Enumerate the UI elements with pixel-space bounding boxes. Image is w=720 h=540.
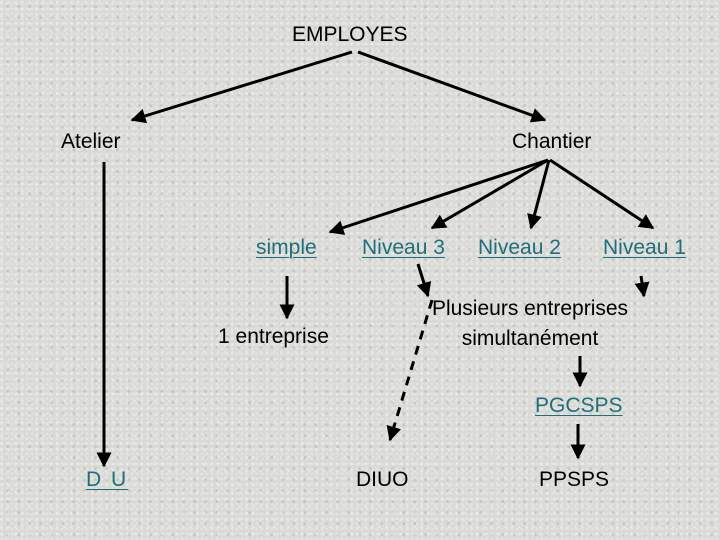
node-simple[interactable]: simple: [256, 236, 317, 259]
arrow-chantier-niveau3: [430, 158, 549, 230]
node-plusieurs-entreprises: Plusieurs entreprises simultanément: [405, 294, 655, 354]
arrow-plusieurs-diuo-dashed: [386, 299, 434, 442]
arrow-employes-atelier: [130, 50, 353, 124]
node-niveau2[interactable]: Niveau 2: [478, 236, 561, 259]
node-ppsps: PPSPS: [539, 468, 610, 491]
node-diuo: DIUO: [356, 468, 409, 491]
plusieurs-line-2: simultanément: [461, 327, 599, 350]
arrow-employes-chantier: [357, 50, 547, 123]
arrow-chantier-niveau2: [527, 159, 551, 230]
node-pgcsps[interactable]: PGCSPS: [535, 394, 623, 417]
arrow-niveau1-plusieurs: [634, 275, 650, 298]
node-du[interactable]: D U: [86, 468, 129, 491]
plusieurs-line-1: Plusieurs entreprises: [431, 297, 629, 320]
node-1-entreprise: 1 entreprise: [218, 325, 329, 348]
node-employes: EMPLOYES: [292, 23, 408, 46]
node-atelier: Atelier: [61, 130, 121, 153]
arrow-chantier-simple: [328, 158, 549, 235]
node-chantier: Chantier: [512, 130, 592, 153]
arrow-niveau3-plusieurs: [416, 263, 432, 298]
arrow-chantier-niveau1: [549, 158, 655, 230]
node-niveau1[interactable]: Niveau 1: [603, 236, 686, 259]
node-niveau3[interactable]: Niveau 3: [362, 236, 445, 259]
